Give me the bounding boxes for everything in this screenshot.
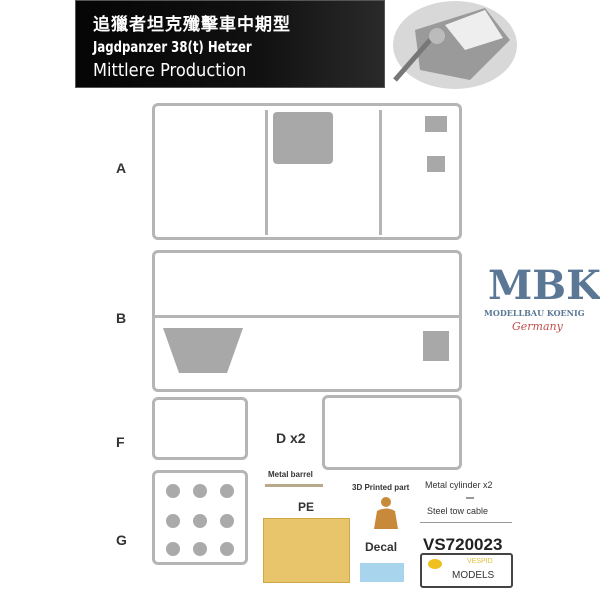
title-english: Jagdpanzer 38(t) Hetzer [93, 38, 252, 56]
metal-cylinder [466, 497, 474, 499]
sprue-f [152, 397, 248, 460]
tow-cable [420, 522, 512, 523]
figure-3d-printed [374, 497, 398, 529]
sprue-label-f: F [116, 434, 125, 450]
mbk-subtitle: Modellbau Koenig [484, 308, 585, 318]
subtitle: Mittlere Production [93, 60, 247, 81]
sprue-d [322, 395, 462, 470]
cable-label: Steel tow cable [427, 506, 489, 516]
mbk-country: Germany [512, 320, 563, 333]
pe-fret [263, 518, 350, 583]
tank-photo [393, 1, 517, 89]
sprue-a [152, 103, 462, 240]
cylinder-label: Metal cylinder x2 [425, 480, 493, 490]
sprue-label-a: A [116, 160, 127, 176]
decal-sheet [360, 563, 404, 582]
sprue-label-b: B [116, 310, 127, 326]
sprue-g [152, 470, 248, 565]
vespid-logo: VESPID MODELS [420, 553, 513, 588]
pe-label: PE [298, 500, 315, 514]
sprue-label-d: D x2 [276, 430, 306, 446]
title-banner [75, 0, 385, 88]
mbk-logo: MBK [488, 262, 600, 309]
printed-part-label: 3D Printed part [352, 483, 410, 492]
metal-barrel [265, 484, 323, 487]
product-code: VS720023 [423, 535, 503, 554]
title-chinese: 追獵者坦克殲擊車中期型 [93, 15, 291, 34]
decal-label: Decal [365, 540, 398, 554]
sprue-label-g: G [116, 532, 127, 548]
metal-barrel-label: Metal barrel [268, 470, 313, 479]
sprue-b [152, 250, 462, 392]
